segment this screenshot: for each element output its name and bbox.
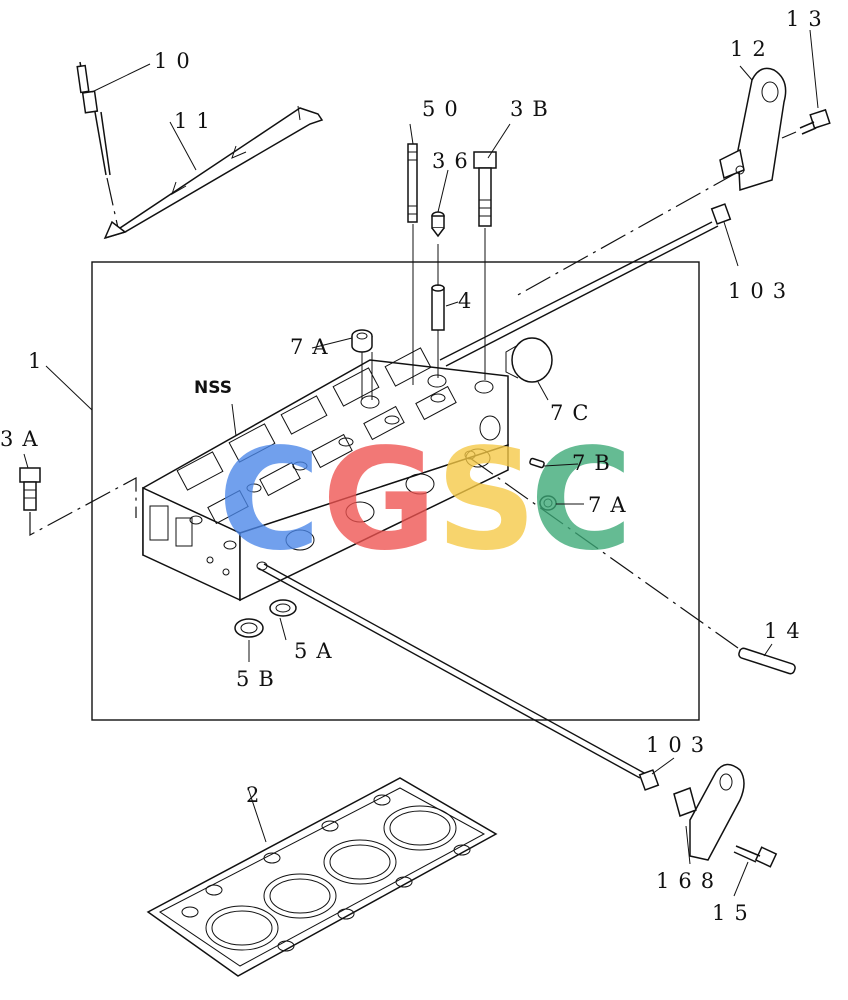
part-103-spacer-top	[710, 203, 732, 225]
watermark-letter-g: G	[322, 419, 437, 582]
part-4-sleeve	[431, 284, 445, 331]
watermark-letter-c2: C	[530, 419, 633, 582]
leader-lines	[23, 29, 819, 897]
label-2: 2	[246, 783, 268, 807]
part-7a-ring	[539, 495, 557, 511]
part-5a-seal	[269, 599, 297, 617]
label-50: 50	[422, 97, 467, 121]
part-36-nut	[431, 211, 445, 238]
watermark-letter-c1: C	[218, 419, 321, 582]
label-7a-side: 7A	[588, 493, 635, 517]
label-1: 1	[28, 349, 50, 373]
watermark: C G S C	[218, 419, 633, 582]
part-13-bolt	[799, 108, 831, 135]
label-15: 15	[712, 901, 757, 925]
label-12: 12	[730, 37, 775, 61]
label-10: 10	[154, 49, 199, 73]
part-3a-bolt	[19, 467, 41, 511]
part-7b-pin	[529, 457, 545, 469]
label-4: 4	[458, 289, 480, 313]
label-5a: 5A	[294, 639, 341, 663]
label-3a: 3A	[0, 427, 47, 451]
label-7b: 7B	[572, 451, 619, 475]
label-3b: 3B	[510, 97, 557, 121]
part-10-glow-plug	[76, 61, 111, 176]
label-14: 14	[764, 619, 809, 643]
part-12-bracket	[719, 67, 787, 192]
label-103-top: 103	[728, 279, 795, 303]
label-103-bottom: 103	[646, 733, 713, 757]
label-5b: 5B	[236, 667, 283, 691]
callout-labels: 10 11 1 NSS 7A 4 7C 7B 7A 50 36 3B 12 13…	[0, 7, 831, 925]
part-15-bolt	[733, 845, 778, 868]
label-36: 36	[432, 149, 477, 173]
watermark-letter-s: S	[436, 419, 537, 582]
part-3b-bolt	[473, 151, 497, 227]
part-50-stud	[407, 143, 418, 223]
part-168-bracket	[673, 763, 745, 861]
part-11-connector-plate	[103, 105, 324, 240]
part-7c-plug	[505, 337, 553, 383]
label-7a-top: 7A	[290, 335, 337, 359]
label-168: 168	[656, 869, 723, 893]
label-nss: NSS	[194, 378, 232, 398]
label-7c: 7C	[550, 401, 597, 425]
part-7a-cap	[351, 329, 373, 353]
part-14-stud	[738, 647, 796, 675]
label-13: 13	[786, 7, 831, 31]
cylinder-head	[142, 347, 509, 602]
cylinder-head-detail-box	[91, 261, 700, 721]
part-5b-seal	[234, 618, 264, 638]
part-2-head-gasket	[146, 777, 498, 977]
label-11: 11	[174, 109, 219, 133]
part-103-spacer-bottom	[638, 769, 660, 791]
